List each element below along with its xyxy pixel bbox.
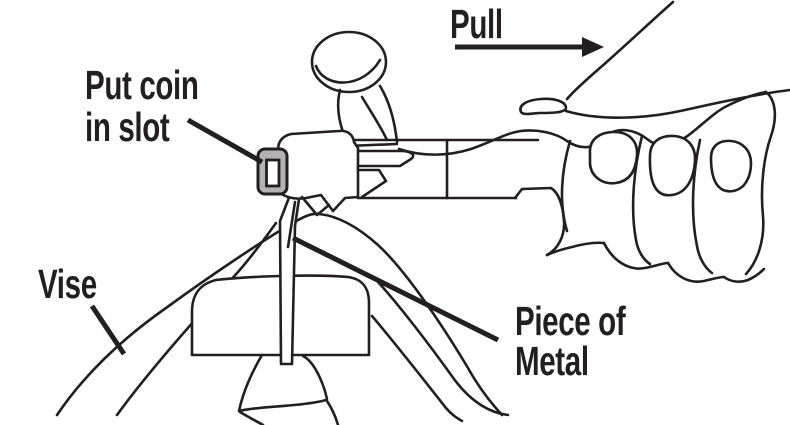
- palm-edge: [513, 186, 566, 257]
- vise-right-ridge-a: [376, 280, 510, 417]
- knuckle-line: [397, 90, 768, 156]
- fingernail-2: [648, 134, 697, 197]
- pull-arrow-head: [582, 37, 604, 57]
- lever-right-edge: [378, 84, 399, 144]
- piece-of-metal-leader-line: [291, 235, 500, 343]
- lever-inner-curve: [360, 95, 389, 142]
- vise-label: Vise: [38, 261, 97, 307]
- thumb-tip: [519, 97, 568, 116]
- forearm-top-contour: [565, 0, 675, 101]
- fingernail-1: [588, 130, 639, 185]
- vise-lower-curve-right: [325, 399, 340, 425]
- knob-ball: [310, 30, 388, 94]
- piece-of-metal-label-line1: Piece of: [515, 298, 626, 344]
- vise-leader-line: [89, 304, 127, 356]
- fingernail-3: [709, 139, 753, 193]
- pull-arrow: [455, 37, 604, 57]
- coin-slot: [265, 158, 281, 188]
- index-finger-left-edge: [560, 139, 572, 233]
- pull-label: Pull: [450, 1, 503, 47]
- hand-right-edge: [744, 90, 777, 276]
- vise-lower-curve-left: [238, 410, 265, 425]
- tool-head: [276, 129, 360, 213]
- body-lower-wedge: [356, 168, 388, 199]
- hand-drawing: [397, 0, 790, 283]
- middle-finger-bottom: [666, 261, 726, 283]
- index-finger-bottom: [602, 241, 670, 270]
- coin-slot-tool-drawing: [256, 30, 540, 217]
- piece-of-metal-label-line2: Metal: [515, 338, 589, 384]
- metal-strip-edge: [286, 200, 297, 249]
- vise-right-ridge-b: [370, 314, 464, 423]
- vise-screw-knob: [237, 353, 329, 413]
- tool-jaw: [300, 195, 331, 217]
- put-coin-leader-line: [186, 117, 264, 165]
- put-coin-label-line1: Put coin: [85, 62, 199, 108]
- piece-of-metal-label: Piece of Metal: [515, 298, 626, 384]
- put-coin-label-line2: in slot: [85, 104, 170, 150]
- ring-finger-bottom: [722, 267, 766, 283]
- body-blade-pointer: [356, 149, 415, 168]
- palm-bottom-line: [545, 241, 606, 257]
- put-coin-label: Put coin in slot: [85, 64, 199, 148]
- knob-ball-contour: [314, 58, 382, 84]
- annotation-lines: [89, 37, 604, 356]
